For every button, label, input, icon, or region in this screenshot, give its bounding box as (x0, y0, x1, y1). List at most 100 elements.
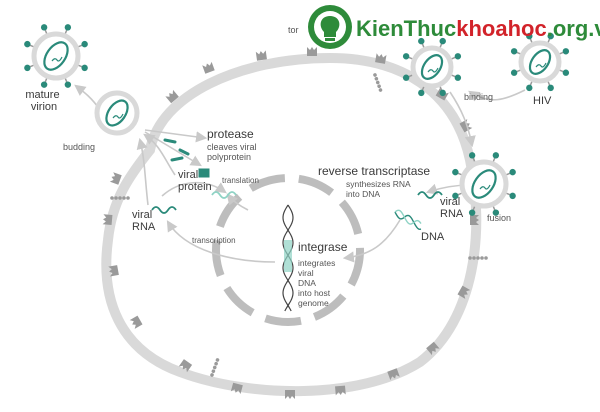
fusing-virion (452, 152, 516, 216)
host-cell (101, 47, 488, 399)
free-hiv-virion (510, 32, 570, 92)
reverse-transcriptase-description: synthesizes RNA into DNA (346, 179, 413, 199)
receptor-shape (307, 47, 317, 56)
spike-knob (64, 24, 72, 31)
translation-label: translation (222, 176, 259, 185)
receptor (102, 214, 113, 225)
bead (373, 73, 377, 77)
dna-label: DNA (421, 231, 445, 243)
receptor-shape (202, 61, 215, 74)
receptor (457, 285, 471, 299)
rna-strands (151, 191, 443, 214)
receptor (129, 315, 143, 329)
receptor-shape (109, 172, 122, 185)
receptor (178, 359, 193, 373)
receptor (109, 172, 122, 185)
viral-protein-block (198, 168, 210, 178)
spike-knob (454, 53, 462, 60)
arrow-transcription (166, 220, 276, 263)
process-arrows (74, 84, 526, 263)
spike-knob (510, 48, 518, 55)
bulb-base (325, 38, 335, 41)
receptor (307, 47, 317, 56)
bulb-icon (320, 16, 340, 37)
bead-chain (373, 73, 383, 92)
arrow-rna-to-budding (136, 137, 149, 206)
spike-knob (24, 40, 31, 48)
receptor-shape (178, 359, 193, 373)
reverse-transcriptase-title: reverse transcriptase (318, 164, 430, 178)
virus-particles (24, 24, 570, 216)
viral-rna-left-label: viral RNA (132, 209, 156, 233)
bead (122, 196, 126, 200)
capsid (420, 54, 444, 80)
spike-knob (24, 64, 31, 72)
genome (479, 184, 491, 190)
receptor (426, 341, 440, 356)
fusion-label: fusion (487, 213, 511, 223)
bead-chain (210, 358, 220, 377)
bead-chain (110, 196, 130, 200)
receptor (335, 385, 346, 396)
bead-chain (468, 256, 488, 260)
bead (118, 196, 122, 200)
arrow-hiv-to-binding (468, 89, 526, 102)
spike-knob (509, 192, 516, 200)
hiv-label: HIV (533, 95, 552, 107)
nuclear-envelope (212, 174, 364, 326)
fragment (163, 138, 177, 144)
membrane-receptors (102, 47, 488, 399)
receptor-shape (470, 215, 479, 225)
spike-knob (492, 152, 500, 159)
receptor-shape (165, 89, 179, 104)
genome (535, 62, 547, 68)
spike-knob (468, 152, 476, 159)
bead (214, 361, 218, 366)
spike-knob (562, 48, 570, 55)
bead (484, 256, 488, 260)
receptor-shape (108, 265, 119, 277)
spike-knob (402, 53, 410, 60)
spike-knob (40, 81, 48, 88)
spike-knob (439, 89, 446, 97)
spike-knob (492, 209, 500, 216)
spike-knob (468, 209, 476, 216)
protease-description: cleaves viral polyprotein (207, 142, 259, 162)
polyprotein-fragments (163, 138, 210, 178)
translation-rna-strand (211, 191, 237, 199)
binding-label: binding (464, 92, 493, 102)
spike-knob (509, 168, 516, 176)
fragment (178, 148, 190, 156)
viral-dna-strand-a (394, 211, 422, 231)
receptor-shape (375, 53, 387, 64)
host-dna-helix (282, 204, 294, 312)
spike-knob (418, 37, 425, 45)
bead (114, 196, 118, 200)
fragment (170, 156, 184, 162)
spike-knob (454, 74, 462, 81)
receptor (255, 50, 267, 61)
bead (378, 88, 383, 92)
bead (468, 256, 472, 260)
integrase-title: integrase (298, 240, 348, 254)
receptor-shape (129, 315, 143, 329)
budding-virion (94, 90, 140, 136)
cell-membrane (101, 52, 482, 397)
receptor-shape (335, 385, 346, 396)
integrated-viral-dna (284, 240, 292, 272)
spike-knob (547, 32, 554, 40)
arrow-translation (161, 181, 227, 197)
bead (472, 256, 476, 260)
bead (480, 256, 484, 260)
bead (377, 84, 381, 89)
transcription-label: transcription (192, 236, 236, 245)
spike-knob (40, 24, 48, 31)
bead (476, 256, 480, 260)
receptor (165, 89, 179, 104)
spike-knob (452, 168, 459, 176)
receptor-shape (230, 382, 243, 394)
spike-knob (526, 32, 533, 40)
protease-title: protease (207, 127, 254, 141)
spike-knob (402, 74, 410, 81)
